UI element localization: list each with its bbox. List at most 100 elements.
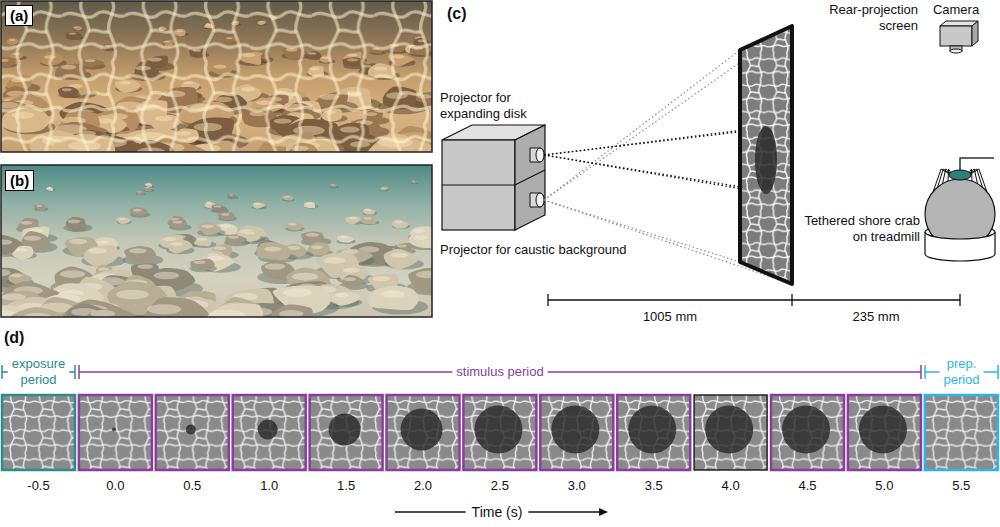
bracket-line <box>548 371 921 373</box>
projector-lens-barrel <box>530 148 544 162</box>
rock <box>342 275 364 287</box>
rock-highlight <box>364 217 372 219</box>
component-label: Camera <box>933 2 979 18</box>
rock-highlight <box>173 221 183 224</box>
component-label: Tethered shore crab on treadmill <box>798 213 920 244</box>
stimulus-frame <box>617 395 690 470</box>
rock-highlight <box>323 257 346 264</box>
rock-highlight <box>213 246 226 250</box>
expanding-disk <box>705 406 753 454</box>
rock-highlight <box>395 221 403 223</box>
caustic-overlay <box>1 1 432 152</box>
frame-border <box>463 395 536 470</box>
projector-lens <box>536 193 544 207</box>
time-tick-label: 1.0 <box>260 478 278 494</box>
rock-highlight <box>91 310 116 317</box>
rock <box>337 235 354 242</box>
caustic-background <box>310 395 383 470</box>
rock <box>142 297 210 317</box>
bracket-line <box>984 371 998 373</box>
screen-surface <box>740 26 792 284</box>
rock-highlight <box>119 218 126 220</box>
rock <box>346 217 362 225</box>
rock-highlight <box>1 239 12 244</box>
rock <box>170 219 186 228</box>
expanding-disk <box>186 425 196 435</box>
bowl-front <box>925 232 995 261</box>
stimulus-frames <box>2 395 998 470</box>
rock-highlight <box>129 248 147 253</box>
bracket-line <box>69 371 75 373</box>
rock-highlight <box>97 240 109 244</box>
time-tick-label: 0.5 <box>183 478 201 494</box>
rock-highlight <box>15 248 26 251</box>
period-label: exposure period <box>6 356 72 387</box>
rock <box>58 300 138 317</box>
rock <box>368 286 419 310</box>
bracket-line <box>79 371 452 373</box>
caustic-background <box>156 395 229 470</box>
arrow-head <box>599 508 608 516</box>
expanding-disk <box>782 406 830 454</box>
period-label: prep. period <box>929 356 995 387</box>
rock-highlight <box>137 191 141 192</box>
caustic-background <box>925 395 998 470</box>
rock <box>286 222 303 230</box>
rock-highlight <box>288 223 297 226</box>
frame-border <box>233 395 306 470</box>
treadmill <box>925 179 995 261</box>
rock-highlight <box>228 235 239 238</box>
stimulus-frame <box>310 395 383 470</box>
rock-highlight <box>264 246 281 251</box>
rock-highlight <box>340 236 348 238</box>
dimension-ruler <box>548 294 960 306</box>
seabed <box>1 1 432 152</box>
rock <box>116 217 130 224</box>
stimulus-frame <box>771 395 844 470</box>
frame-border <box>617 395 690 470</box>
time-tick-label: -0.5 <box>27 478 49 494</box>
dimension-label: 1005 mm <box>643 309 697 325</box>
time-tick-label: 2.5 <box>491 478 509 494</box>
rock-highlight <box>292 273 318 281</box>
rock <box>392 219 409 228</box>
arrow-shaft <box>528 511 601 512</box>
caustic-background <box>694 395 767 470</box>
period-label: stimulus period <box>456 364 543 380</box>
bracket-tick <box>74 365 76 379</box>
rock-highlight <box>311 246 323 249</box>
expanding-disk <box>329 414 361 446</box>
panel-letter: (c) <box>447 4 467 23</box>
time-tick-label: 3.5 <box>645 478 663 494</box>
panel-letter: (d) <box>4 328 24 347</box>
rock <box>363 208 376 214</box>
time-tick-label: 5.5 <box>952 478 970 494</box>
photo-content <box>1 1 432 152</box>
projected-disk <box>755 126 777 194</box>
time-tick-label: 4.0 <box>722 478 740 494</box>
frame-border <box>848 395 921 470</box>
rock-highlight <box>24 236 41 241</box>
bracket-tick <box>924 365 926 379</box>
rock-highlight <box>416 271 432 279</box>
rock-highlight <box>196 238 206 241</box>
rock-highlight <box>137 264 153 269</box>
rock-highlight <box>381 187 385 188</box>
component-label: Projector for caustic background <box>440 242 626 258</box>
rock-highlight <box>284 196 289 198</box>
rock-highlight <box>414 235 429 239</box>
bracket-tick <box>920 365 922 379</box>
rock <box>86 309 129 317</box>
rock-highlight <box>240 229 255 234</box>
bracket-line <box>925 371 939 373</box>
rock-highlight <box>154 272 179 280</box>
rock <box>198 222 222 236</box>
rock <box>12 246 34 260</box>
rock <box>256 242 291 260</box>
stimulus-frame <box>156 395 229 470</box>
rock <box>329 183 337 187</box>
caustic-background <box>387 395 460 470</box>
ruler-tick <box>791 294 792 306</box>
rock-highlight <box>265 263 286 269</box>
